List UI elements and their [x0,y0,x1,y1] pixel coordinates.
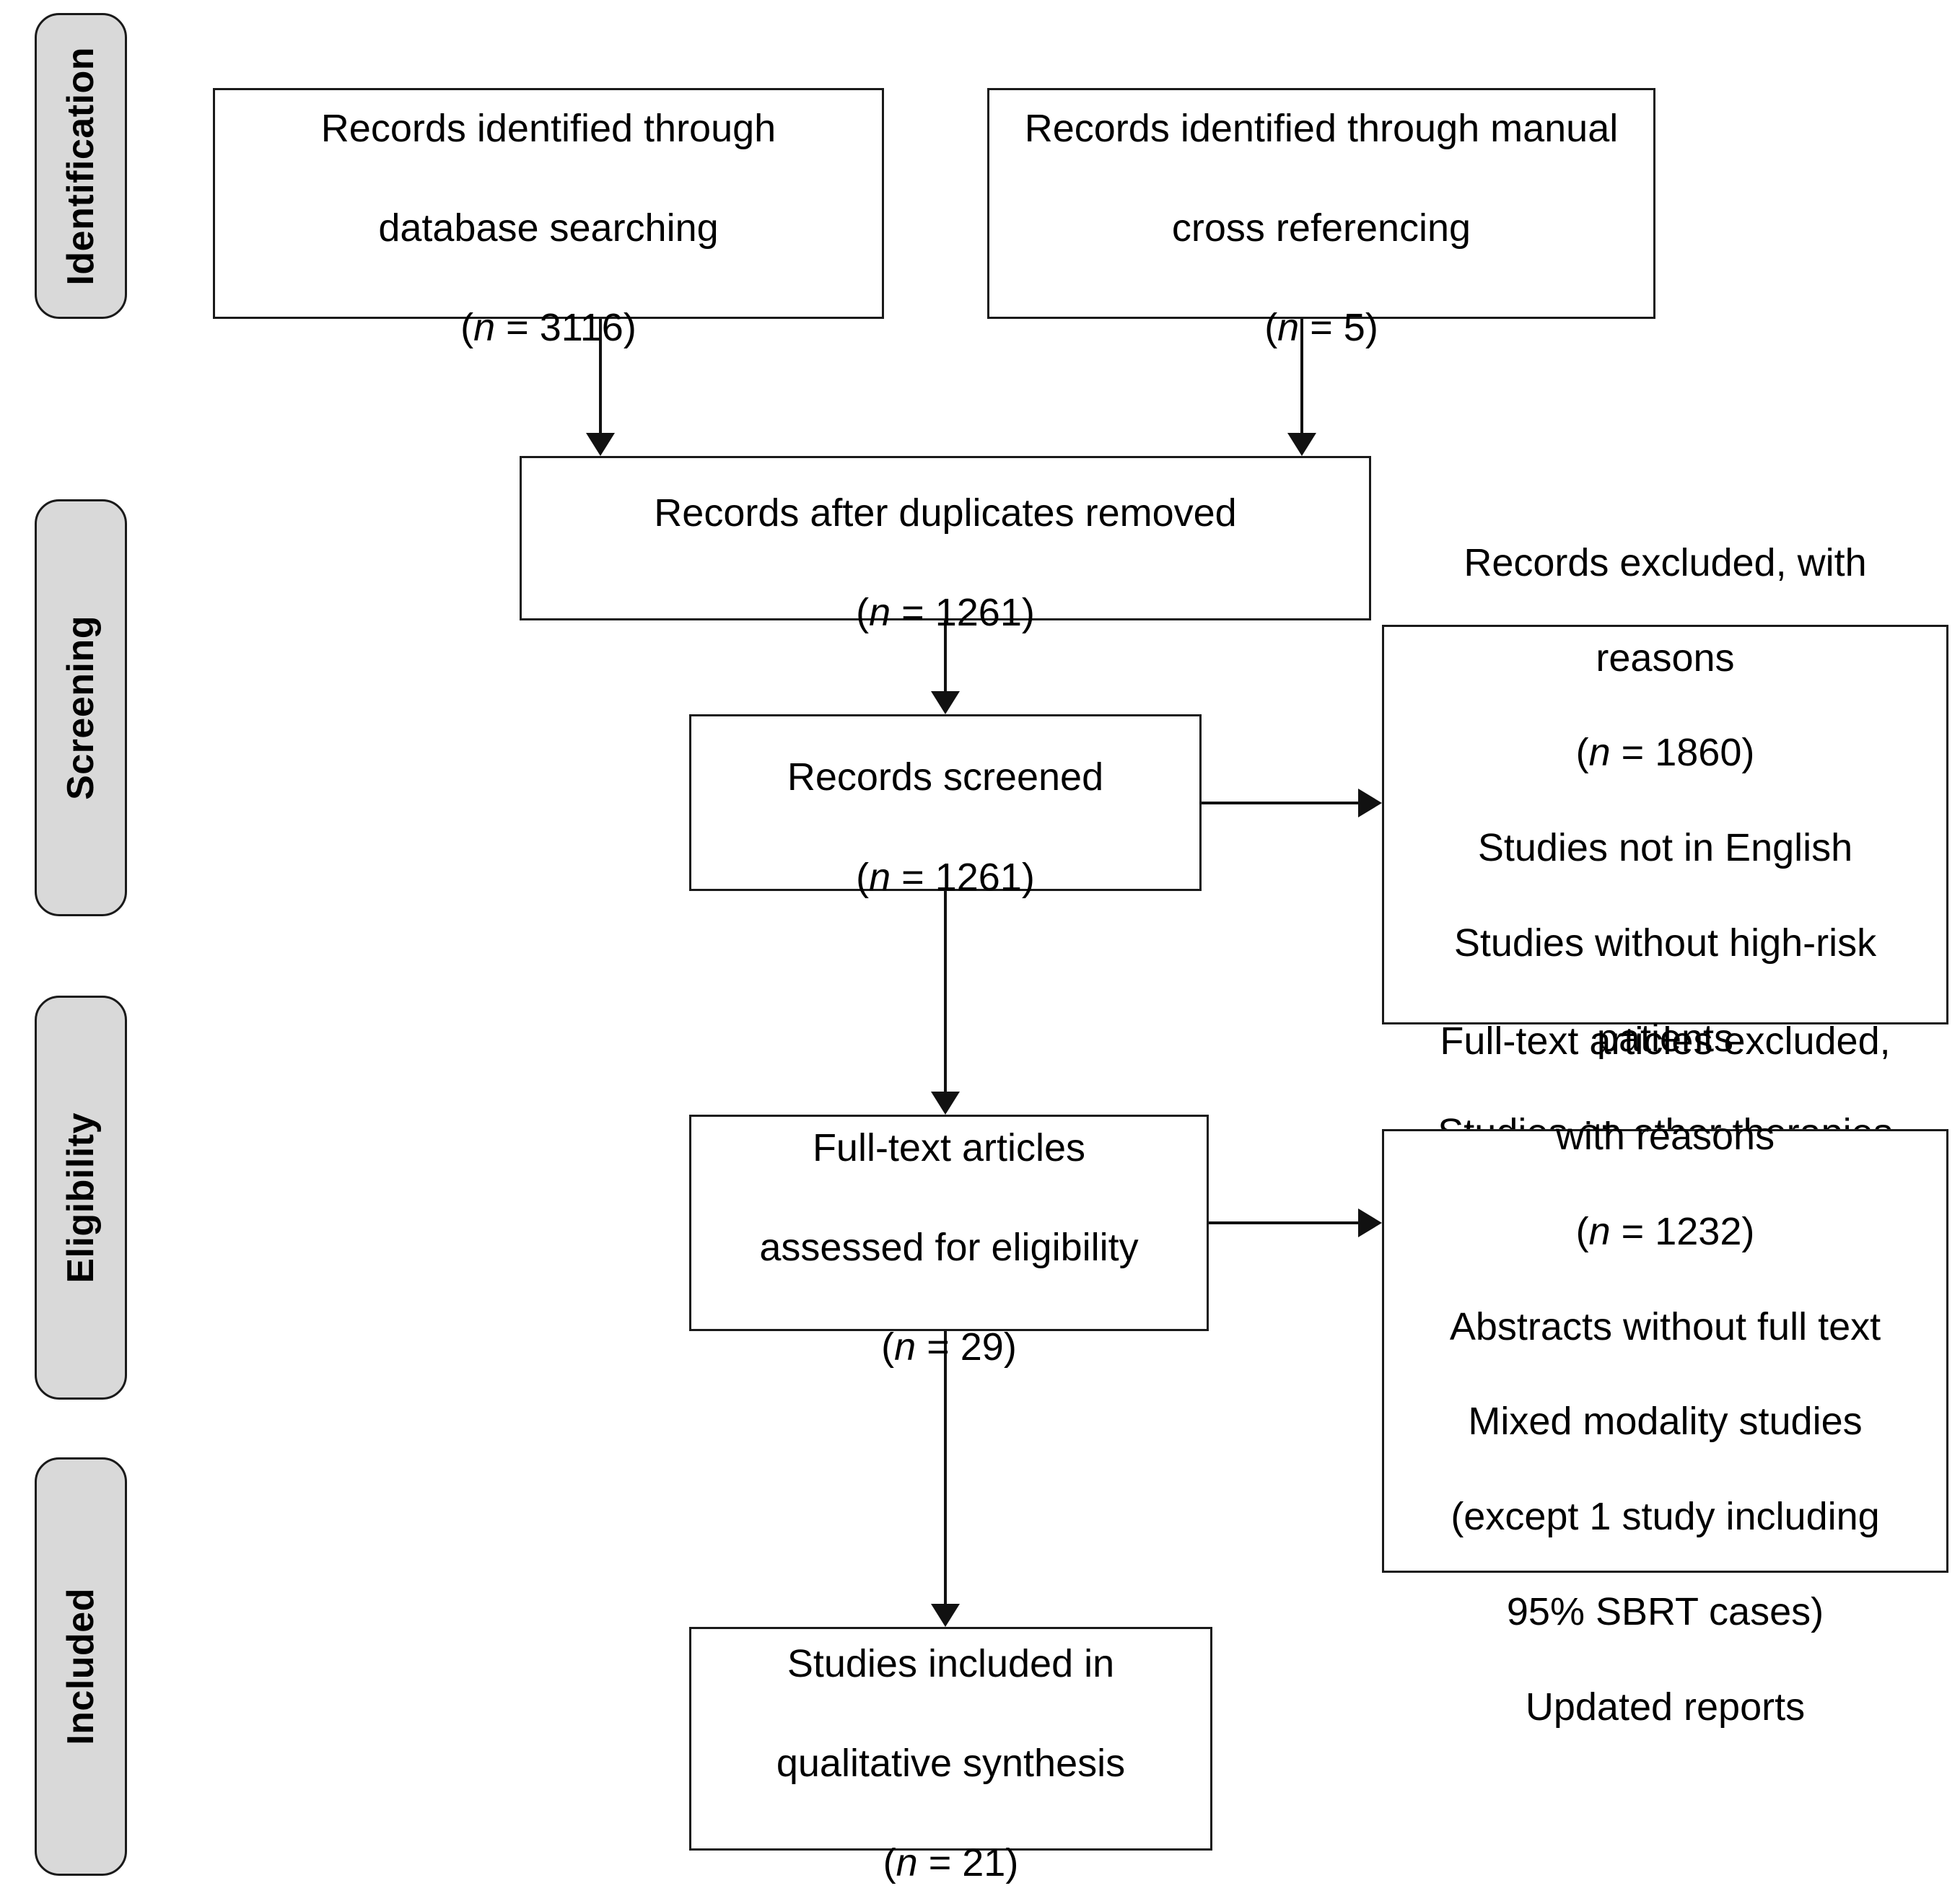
n-symbol: n [1588,1209,1611,1253]
box-records-identified-manual-text: Records identified through manual cross … [1015,54,1629,354]
paren-close: ) [1005,1841,1019,1885]
n-symbol: n [869,855,891,899]
n-symbol: n [1588,731,1611,775]
box-count: (n = 3116) [460,306,636,349]
n-value: 1860 [1655,731,1742,775]
paren-open: ( [856,591,870,635]
box-line-1: Full-text articles [812,1125,1086,1169]
exclusion-reason: (except 1 study including [1451,1495,1880,1539]
box-records-identified-database: Records identified through database sear… [213,88,884,349]
box-count: (n = 1232) [1576,1210,1755,1253]
paren-open: ( [1575,731,1589,775]
box-records-excluded-with-reasons: Records excluded, with reasons (n = 1860… [1382,541,1948,1154]
box-studies-included: Studies included in qualitative synthesi… [689,1627,1212,1884]
stage-tab-identification[interactable]: Identification [35,13,127,319]
stage-tab-identification-label: Identification [60,46,102,286]
box-studies-included-text: Studies included in qualitative synthesi… [766,1589,1135,1889]
paren-open: ( [856,855,870,899]
box-line-2: qualitative synthesis [776,1742,1126,1785]
box-full-text-articles-assessed-text: Full-text articles assessed for eligibil… [749,1074,1148,1373]
paren-close: ) [1003,1325,1017,1369]
paren-close: ) [1021,855,1035,899]
box-line-1: Records excluded, with [1464,540,1867,584]
paren-open: ( [460,306,474,350]
n-value: 1261 [935,591,1022,635]
stage-tab-screening[interactable]: Screening [35,499,127,916]
n-value: 3116 [539,306,624,350]
exclusion-reason: 95% SBRT cases) [1506,1589,1824,1633]
paren-open: ( [1264,306,1278,350]
n-equals: = [891,591,935,635]
box-records-identified-database-text: Records identified through database sear… [311,54,786,354]
paren-close: ) [623,306,636,350]
box-full-text-articles-excluded: Full-text articles excluded, with reason… [1382,1019,1948,1729]
paren-close: ) [1741,731,1755,775]
exclusion-reason: Updated reports [1525,1685,1806,1729]
exclusion-reason: Studies not in English [1477,826,1853,869]
n-value: 29 [960,1325,1004,1369]
connector-fulltext-to-included [931,1331,960,1627]
box-line-2: with reasons [1555,1115,1775,1159]
n-symbol: n [896,1841,918,1885]
box-line-2: database searching [378,206,719,250]
exclusion-reason: Mixed modality studies [1468,1400,1863,1444]
paren-open: ( [1575,1209,1589,1253]
paren-close: ) [1741,1209,1755,1253]
n-value: 21 [962,1841,1006,1885]
box-records-screened-text: Records screened (n = 1261) [777,703,1114,902]
stage-tab-screening-label: Screening [60,615,102,800]
box-records-after-duplicates-removed: Records after duplicates removed (n = 12… [520,456,1371,634]
box-count: (n = 5) [1264,306,1378,349]
exclusion-reason: Abstracts without full text [1449,1304,1881,1348]
box-line-2: cross referencing [1171,206,1471,250]
box-count: (n = 29) [881,1325,1017,1369]
box-line-1: Studies included in [787,1641,1115,1685]
n-symbol: n [894,1325,916,1369]
stage-tab-included-label: Included [60,1588,102,1745]
paren-close: ) [1365,306,1378,350]
n-equals: = [917,1841,963,1885]
connector-fulltext-to-excluded [1209,1208,1382,1237]
exclusion-reason: patients [1596,1016,1734,1060]
box-line-1: Full-text articles excluded, [1440,1019,1891,1063]
box-full-text-articles-assessed: Full-text articles assessed for eligibil… [689,1115,1209,1369]
n-equals: = [1610,1209,1655,1253]
box-count: (n = 1261) [856,856,1035,899]
box-records-screened: Records screened (n = 1261) [689,714,1202,899]
box-count: (n = 1860) [1576,731,1755,774]
exclusion-reason: Studies without high-risk [1453,921,1877,965]
box-line-1: Records identified through [320,106,776,150]
n-value: 1232 [1655,1209,1742,1253]
stage-tab-eligibility[interactable]: Eligibility [35,996,127,1400]
box-full-text-articles-excluded-text: Full-text articles excluded, with reason… [1430,971,1900,1732]
n-symbol: n [473,306,496,350]
connector-screened-to-excluded [1202,789,1382,817]
n-equals: = [1299,306,1344,350]
n-equals: = [1610,731,1655,775]
n-equals: = [495,306,540,350]
n-symbol: n [869,591,891,635]
n-value: 1261 [935,855,1022,899]
box-line-2: reasons [1596,636,1735,680]
box-line-2: assessed for eligibility [759,1226,1139,1269]
n-equals: = [891,855,935,899]
box-records-after-duplicates-removed-text: Records after duplicates removed (n = 12… [644,439,1246,638]
box-records-identified-manual: Records identified through manual cross … [987,88,1655,349]
stage-tab-eligibility-label: Eligibility [60,1112,102,1283]
box-count: (n = 1261) [856,591,1035,634]
paren-close: ) [1021,591,1035,635]
n-symbol: n [1277,306,1300,350]
stage-tab-included[interactable]: Included [35,1457,127,1876]
box-line-1: Records after duplicates removed [654,491,1237,535]
box-line-1: Records screened [787,755,1104,799]
n-equals: = [916,1325,961,1369]
paren-open: ( [881,1325,895,1369]
box-count: (n = 21) [883,1841,1019,1884]
paren-open: ( [883,1841,896,1885]
box-line-1: Records identified through manual [1024,106,1619,150]
n-value: 5 [1343,306,1365,350]
